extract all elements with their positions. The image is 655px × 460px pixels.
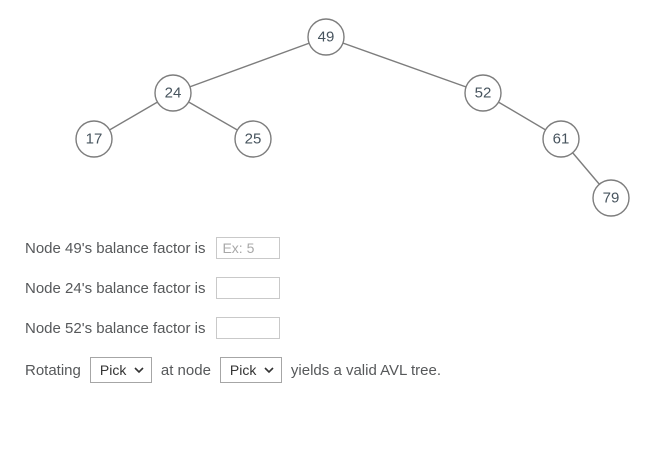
balance-factor-input-node-24[interactable] — [216, 277, 281, 299]
balance-factor-input-node-52[interactable] — [216, 317, 281, 339]
question-row-node-24: Node 24's balance factor is — [25, 268, 441, 308]
tree-node-circle — [307, 18, 345, 56]
tree-node-49: 49 — [307, 18, 345, 56]
tree-node-circle — [154, 74, 192, 112]
tree-node-79: 79 — [592, 179, 630, 217]
tree-node-61: 61 — [542, 120, 580, 158]
tree-node-label: 49 — [318, 29, 335, 46]
tree-node-17: 17 — [75, 120, 113, 158]
tree-edge-49-24 — [172, 36, 327, 94]
rotation-type-select[interactable]: Pick — [89, 357, 152, 383]
rotation-middle-text: at node — [160, 361, 211, 379]
tree-node-25: 25 — [234, 120, 272, 158]
tree-node-52: 52 — [464, 74, 502, 112]
question-label-node-24: Node 24's balance factor is — [25, 279, 206, 297]
rotation-prefix-text: Rotating — [25, 361, 81, 379]
question-label-node-49: Node 49's balance factor is — [25, 239, 206, 257]
tree-node-label: 61 — [553, 131, 570, 148]
tree-node-circle — [592, 179, 630, 217]
tree-edge-49-52 — [325, 36, 484, 94]
tree-node-circle — [464, 74, 502, 112]
question-row-node-52: Node 52's balance factor is — [25, 308, 441, 348]
balance-factor-input-node-49[interactable] — [216, 237, 281, 259]
tree-node-24: 24 — [154, 74, 192, 112]
rotation-sentence-row: Rotating Pick at node Pick yields a vali… — [25, 348, 441, 392]
questions-section: Node 49's balance factor is Node 24's ba… — [25, 228, 441, 392]
tree-node-label: 79 — [603, 190, 620, 207]
rotation-node-select-wrap: Pick — [219, 357, 282, 383]
rotation-suffix-text: yields a valid AVL tree. — [290, 361, 442, 379]
tree-node-circle — [542, 120, 580, 158]
question-label-node-52: Node 52's balance factor is — [25, 319, 206, 337]
tree-node-label: 24 — [165, 85, 182, 102]
question-row-node-49: Node 49's balance factor is — [25, 228, 441, 268]
avl-tree-diagram: 49 24 52 17 25 61 79 — [75, 18, 630, 217]
tree-node-circle — [234, 120, 272, 158]
tree-node-circle — [75, 120, 113, 158]
tree-node-label: 52 — [475, 85, 492, 102]
tree-node-label: 17 — [86, 131, 103, 148]
rotation-node-select[interactable]: Pick — [219, 357, 282, 383]
tree-node-label: 25 — [245, 131, 262, 148]
rotation-type-select-wrap: Pick — [89, 357, 152, 383]
